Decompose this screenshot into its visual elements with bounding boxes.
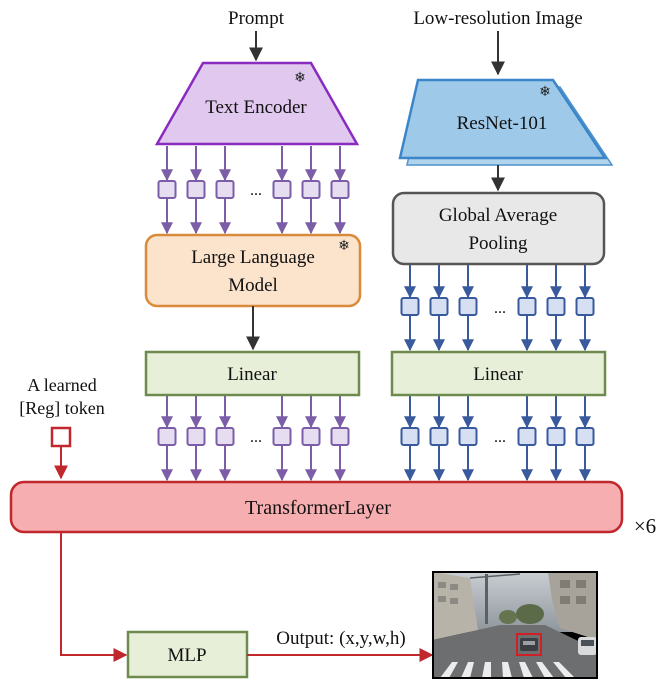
image-token-projected bbox=[429, 427, 449, 446]
gap-label-line1: Global Average bbox=[439, 205, 557, 226]
ellipsis-text: ... bbox=[250, 182, 262, 199]
output-street-photo bbox=[432, 571, 598, 679]
image-input-label: Low-resolution Image bbox=[413, 8, 582, 29]
text-token bbox=[330, 180, 350, 199]
prompt-label: Prompt bbox=[228, 8, 285, 29]
reg-token-label-line1: A learned bbox=[27, 375, 96, 395]
repeat-count-label: ×6 bbox=[634, 514, 656, 538]
text-token-projected bbox=[330, 427, 350, 446]
token-rows bbox=[157, 146, 595, 482]
image-token bbox=[458, 297, 478, 316]
gap-block bbox=[391, 191, 606, 266]
image-token-projected bbox=[458, 427, 478, 446]
mlp-block bbox=[126, 630, 249, 679]
mlp-label: MLP bbox=[167, 645, 206, 666]
text-encoder-block bbox=[154, 61, 360, 146]
llm-label-line2: Model bbox=[228, 275, 278, 296]
transformer-layer-block bbox=[9, 480, 624, 534]
reg-token-label-line2: [Reg] token bbox=[19, 398, 104, 418]
ellipsis-text: ... bbox=[250, 429, 262, 446]
image-token bbox=[400, 297, 420, 316]
text-encoder-label: Text Encoder bbox=[205, 97, 307, 118]
text-token-projected bbox=[301, 427, 321, 446]
ellipsis-text: ... bbox=[494, 429, 506, 446]
transformer-label: TransformerLayer bbox=[245, 497, 391, 519]
text-token-projected bbox=[272, 427, 292, 446]
text-token bbox=[301, 180, 321, 199]
linear-block-right bbox=[390, 350, 607, 397]
transformer-to-mlp-arrow bbox=[60, 532, 128, 662]
reg-token-box bbox=[50, 426, 72, 448]
image-token bbox=[546, 297, 566, 316]
linear-right-label: Linear bbox=[473, 364, 523, 385]
image-token-projected bbox=[546, 427, 566, 446]
image-token-projected bbox=[575, 427, 595, 446]
image-token-projected bbox=[400, 427, 420, 446]
predicted-bbox bbox=[516, 633, 542, 656]
llm-label-line1: Large Language bbox=[191, 247, 315, 268]
linear-left-label: Linear bbox=[227, 364, 277, 385]
text-token-projected bbox=[157, 427, 177, 446]
image-token bbox=[429, 297, 449, 316]
text-token bbox=[215, 180, 235, 199]
text-token bbox=[157, 180, 177, 199]
gap-label-line2: Pooling bbox=[468, 233, 528, 254]
text-token bbox=[272, 180, 292, 199]
text-token-projected bbox=[215, 427, 235, 446]
image-token bbox=[575, 297, 595, 316]
frozen-snowflake-icon: ❄ bbox=[338, 238, 350, 254]
frozen-snowflake-icon: ❄ bbox=[294, 70, 306, 86]
ellipsis-text: ... bbox=[494, 300, 506, 317]
text-token bbox=[186, 180, 206, 199]
linear-block-left bbox=[144, 350, 361, 397]
frozen-snowflake-icon: ❄ bbox=[539, 84, 551, 100]
output-label: Output: (x,y,w,h) bbox=[276, 628, 405, 649]
image-token-projected bbox=[517, 427, 537, 446]
resnet-block bbox=[398, 78, 608, 160]
text-token-projected bbox=[186, 427, 206, 446]
resnet-label: ResNet-101 bbox=[457, 113, 548, 134]
image-token bbox=[517, 297, 537, 316]
